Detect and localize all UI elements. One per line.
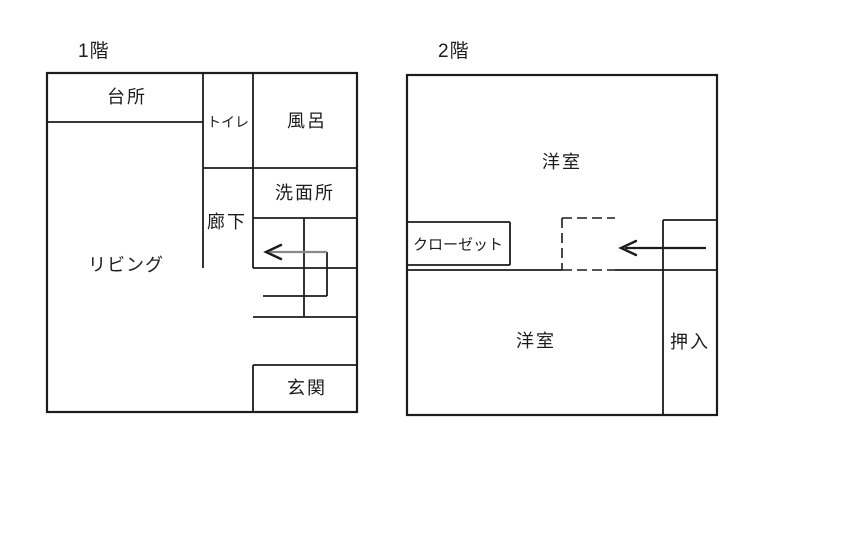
first-floor-outline	[45, 71, 359, 414]
room-label-toilet: トイレ	[207, 114, 249, 130]
room-label-hallway: 廊下	[207, 212, 247, 232]
floor-title-first-floor: 1階	[78, 41, 110, 62]
room-label-bath: 風呂	[287, 111, 327, 131]
second-floor-outline	[405, 73, 719, 417]
room-label-oshiire: 押入	[670, 332, 710, 352]
floor-title-second-floor: 2階	[438, 41, 470, 62]
first-floor-stair-arrow-icon	[263, 243, 283, 261]
room-label-washroom: 洗面所	[275, 183, 335, 203]
room-label-western-room-lower: 洋室	[516, 331, 556, 351]
room-label-closet: クローゼット	[412, 236, 504, 254]
room-label-western-room-upper: 洋室	[542, 152, 582, 172]
room-label-entrance: 玄関	[287, 378, 327, 398]
second-floor-stair-arrow-icon	[618, 239, 638, 257]
room-label-kitchen: 台所	[107, 87, 147, 107]
room-label-living: リビング	[88, 255, 164, 275]
